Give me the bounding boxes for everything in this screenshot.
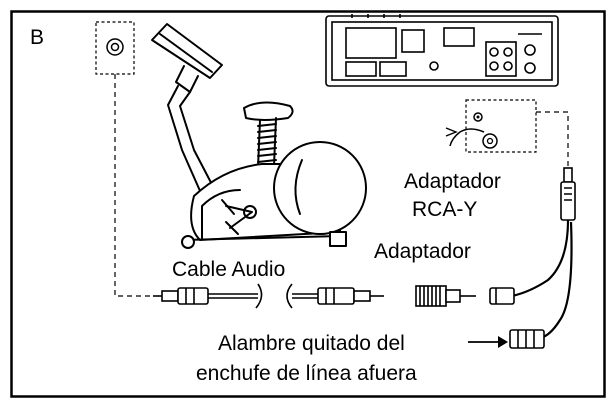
- removed-wire-label-line2: enchufe de línea afuera: [196, 362, 417, 385]
- rca-adapter-label-line1: Adaptador: [404, 170, 501, 193]
- line-out-plug-icon: [509, 329, 545, 349]
- removed-wire-label-line1: Alambre quitado del: [218, 332, 405, 355]
- audio-cable-icon: [153, 283, 384, 309]
- removed-wire-arrow: [468, 336, 508, 348]
- jack-lead-line: [114, 74, 153, 297]
- diagram-frame: [10, 10, 606, 398]
- audio-jack-icon: [95, 21, 135, 75]
- rca-plug-icon: [489, 287, 515, 305]
- vcr-icon: [325, 14, 559, 87]
- exercise-bike-icon: [151, 23, 367, 249]
- audio-cable-label: Cable Audio: [172, 258, 285, 281]
- vcr-lead-line: [536, 111, 569, 166]
- vcr-jacks-icon: [445, 99, 537, 153]
- rca-y-adapter-icon: [511, 167, 576, 340]
- rca-adapter-label-line2: RCA-Y: [412, 198, 477, 221]
- adapter-label: Adaptador: [374, 240, 471, 263]
- adapter-icon: [415, 285, 476, 307]
- panel-label: B: [30, 26, 44, 49]
